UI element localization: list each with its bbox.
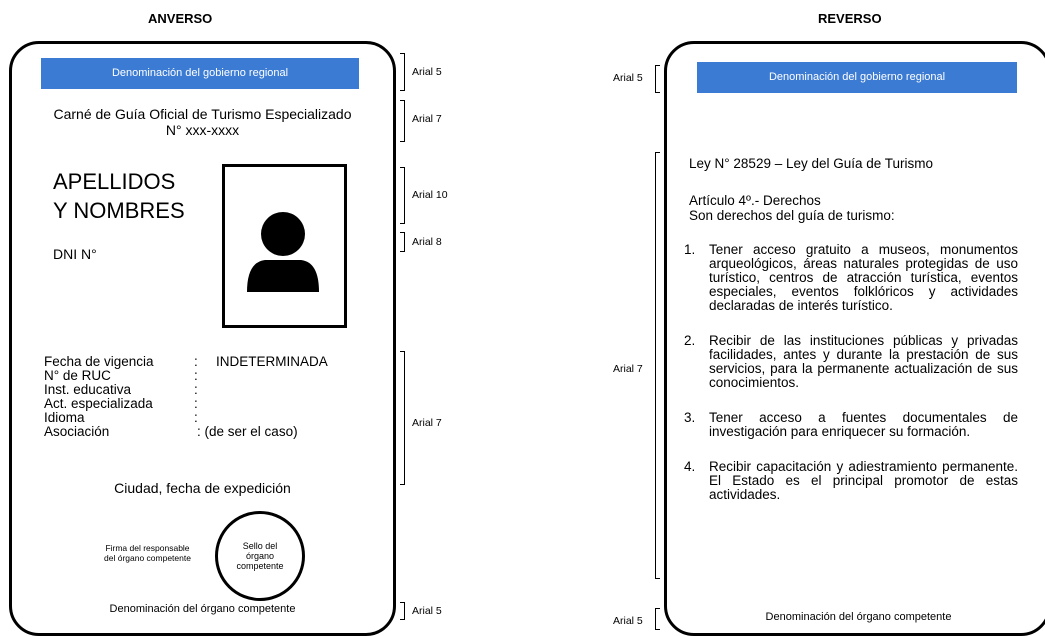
city-date: Ciudad, fecha de expedición (114, 480, 291, 496)
back-footer: Denominación del órgano competente (765, 611, 952, 623)
name-surnames: APELLIDOS (53, 169, 176, 194)
font-note: Arial 7 (613, 363, 643, 375)
article-title: Artículo 4º.- Derechos (689, 193, 821, 208)
person-silhouette-icon (247, 212, 319, 292)
list-item: 1. Tener acceso gratuito a museos, monum… (684, 243, 1018, 313)
card-title-line: Carné de Guía Oficial de Turismo Especia… (53, 106, 352, 122)
item-number: 1. (684, 242, 696, 257)
signature-line: Firma del responsable (105, 543, 190, 553)
law-title: Ley N° 28529 – Ley del Guía de Turismo (689, 156, 934, 171)
dni-label: DNI N° (53, 246, 97, 262)
front-heading: ANVERSO (148, 11, 213, 26)
bracket (655, 65, 660, 93)
item-number: 4. (684, 459, 696, 474)
item-number: 3. (684, 410, 696, 425)
seal-circle: Sello del órgano competente (215, 511, 305, 601)
item-number: 2. (684, 333, 696, 348)
name-names: Y NOMBRES (53, 198, 185, 223)
item-text: Recibir capacitación y adiestramiento pe… (709, 459, 1018, 502)
field-label: N° de RUC (44, 368, 111, 383)
field-label: Act. especializada (44, 396, 153, 411)
field-label: Fecha de vigencia (44, 354, 154, 369)
front-card-title: Carné de Guía Oficial de Turismo Especia… (20, 106, 385, 138)
front-footer: Denominación del órgano competente (109, 603, 296, 615)
bracket (655, 152, 660, 579)
font-note: Arial 5 (613, 72, 643, 84)
field-label: Idioma (44, 410, 85, 425)
front-gov-name-bar: Denominación del gobierno regional (41, 58, 359, 89)
bracket (400, 232, 405, 252)
article-intro: Son derechos del guía de turismo: (689, 208, 895, 223)
font-note: Arial 5 (412, 66, 442, 78)
name-block: APELLIDOS Y NOMBRES (53, 167, 185, 225)
bracket (655, 608, 660, 630)
list-item: 2. Recibir de las instituciones públicas… (684, 334, 1018, 390)
photo-frame (222, 164, 347, 328)
field-colon: : (194, 368, 198, 383)
list-item: 3. Tener acceso a fuentes documentales d… (684, 411, 1018, 439)
field-colon: : (197, 424, 201, 439)
bracket (400, 602, 405, 620)
article-block: Artículo 4º.- Derechos Son derechos del … (689, 193, 895, 223)
field-value: (de ser el caso) (204, 424, 298, 439)
font-note: Arial 5 (613, 615, 643, 627)
field-colon: : (194, 382, 198, 397)
field-colon: : (194, 410, 198, 425)
font-note: Arial 5 (412, 605, 442, 617)
signature-block: Firma del responsable del órgano compete… (80, 543, 215, 563)
bracket (400, 351, 405, 485)
font-note: Arial 7 (412, 113, 442, 125)
field-value: INDETERMINADA (216, 354, 328, 369)
bracket (400, 167, 405, 224)
font-note: Arial 8 (412, 236, 442, 248)
field-colon-value: : (de ser el caso) (197, 425, 298, 439)
card-fields: Fecha de vigencia : INDETERMINADA N° de … (44, 355, 364, 439)
field-colon: : (194, 354, 198, 369)
card-number: N° xxx-xxxx (165, 122, 240, 138)
font-note: Arial 7 (412, 417, 442, 429)
item-text: Recibir de las instituciones públicas y … (709, 333, 1018, 390)
signature-line: del órgano competente (104, 553, 191, 563)
item-text: Tener acceso a fuentes documentales de i… (709, 410, 1018, 439)
seal-line: Sello del (242, 541, 278, 551)
field-label: Inst. educativa (44, 382, 132, 397)
field-colon: : (194, 396, 198, 411)
font-note: Arial 10 (412, 189, 448, 201)
field-label: Asociación (44, 424, 110, 439)
rights-list: 1. Tener acceso gratuito a museos, monum… (684, 243, 1018, 502)
bracket (400, 100, 405, 142)
item-text: Tener acceso gratuito a museos, monument… (709, 242, 1018, 313)
back-heading: REVERSO (818, 11, 882, 26)
list-item: 4. Recibir capacitación y adiestramiento… (684, 460, 1018, 502)
bracket (400, 53, 405, 91)
seal-line: competente (236, 561, 284, 571)
seal-line: órgano (245, 551, 275, 561)
back-gov-name-bar: Denominación del gobierno regional (697, 62, 1017, 93)
